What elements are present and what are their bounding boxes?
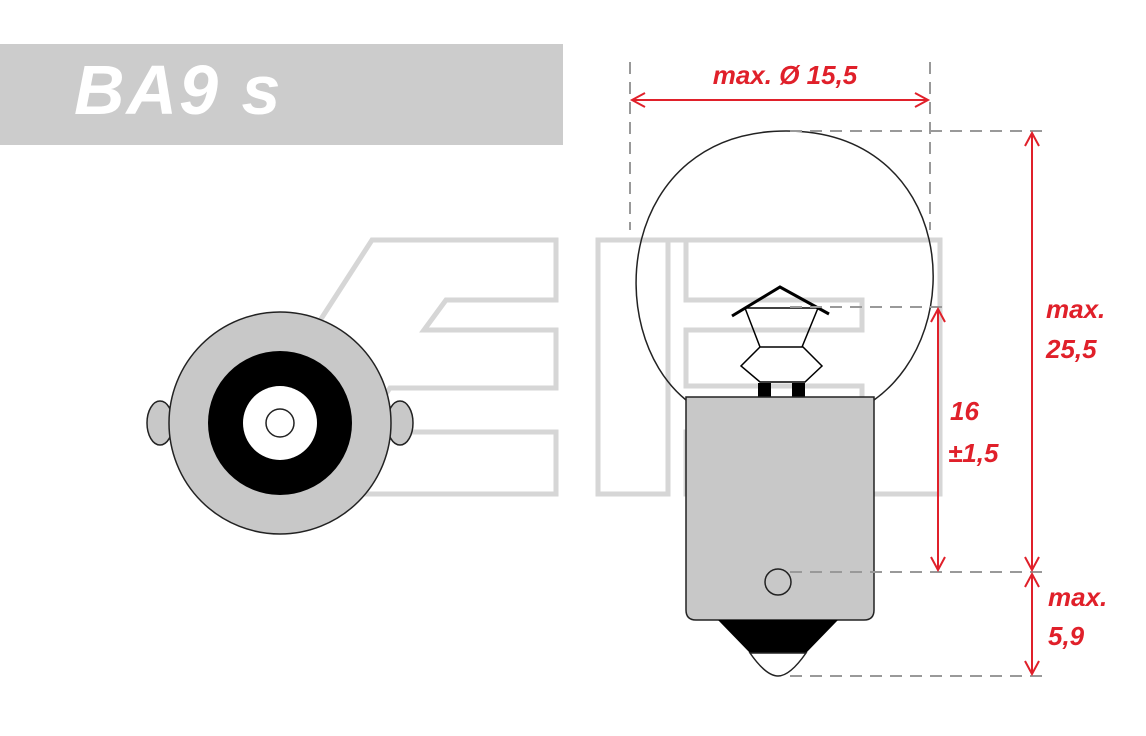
- bulb-side-view: [635, 130, 934, 677]
- pin-length-label: max.: [1048, 582, 1107, 612]
- title-banner: [0, 44, 563, 145]
- dimension-guides: [629, 62, 1045, 677]
- watermark-logo: [203, 237, 943, 497]
- dimension-arrows: [629, 92, 1040, 677]
- socket-type-title: BA9 s: [74, 51, 283, 129]
- light-center-value: 16: [950, 396, 979, 426]
- total-length-value: 25,5: [1045, 334, 1097, 364]
- total-length-label: max.: [1046, 294, 1105, 324]
- diameter-label: max. Ø 15,5: [713, 60, 858, 90]
- light-center-tolerance: ±1,5: [948, 438, 999, 468]
- socket-top-view: [146, 311, 414, 535]
- pin-length-value: 5,9: [1048, 621, 1085, 651]
